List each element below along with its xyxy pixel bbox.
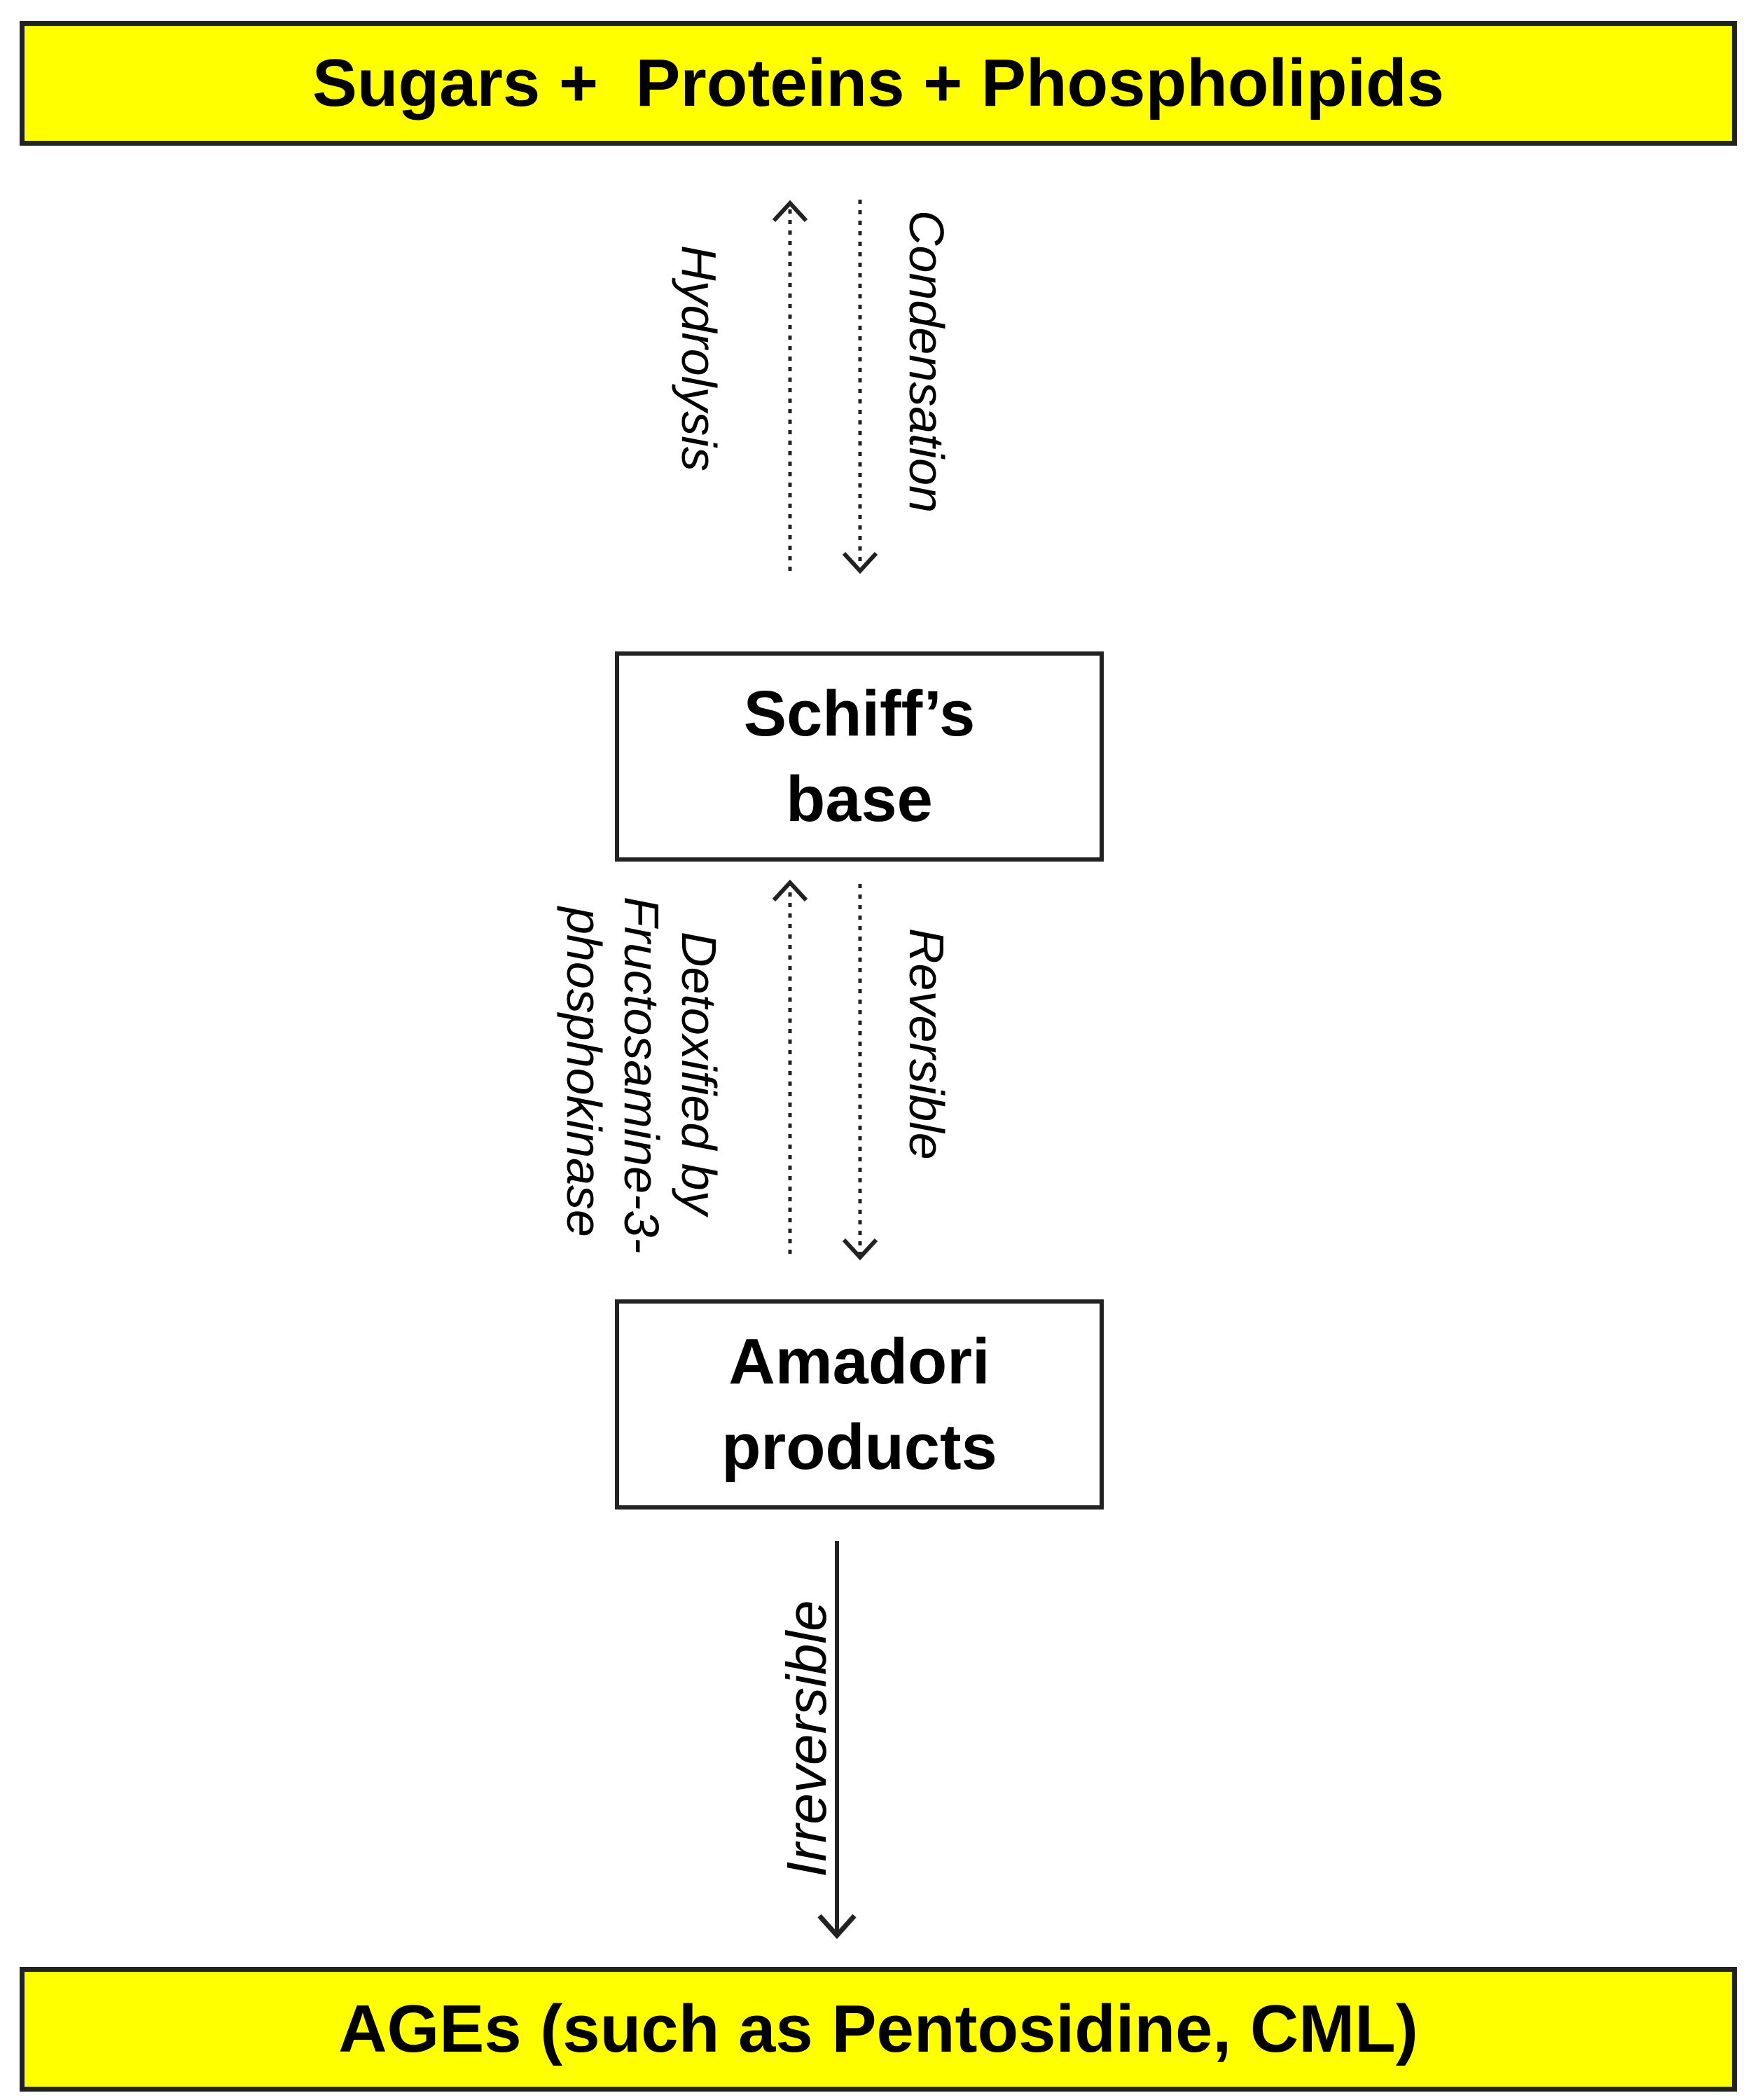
reversible-arrow — [842, 884, 878, 1261]
reversible-label: Reversible — [899, 928, 954, 1160]
schiffs-base-box: Schiff’s base — [615, 651, 1104, 862]
condensation-label: Condensation — [899, 210, 954, 513]
detox-label-line2: Fructosamine-3- — [614, 897, 669, 1254]
schiffs-base-line1: Schiff’s — [743, 678, 976, 749]
amadori-line2: products — [721, 1411, 997, 1483]
hydrolysis-label: Hydrolysis — [672, 245, 726, 471]
top-reactants-box: Sugars + Proteins + Phospholipids — [20, 21, 1737, 146]
irreversible-label: Irreversible — [775, 1600, 838, 1877]
detox-label-line3: phosphokinase — [557, 907, 611, 1237]
detox-label-line1: Detoxified by — [672, 932, 726, 1215]
ages-box: AGEs (such as Pentosidine, CML) — [20, 1967, 1737, 2092]
amadori-products-box: Amadori products — [615, 1299, 1104, 1510]
ages-label: AGEs (such as Pentosidine, CML) — [338, 1991, 1418, 2066]
irreversible-arrow — [817, 1541, 857, 1940]
condensation-arrow — [842, 200, 878, 574]
hydrolysis-arrow — [772, 200, 808, 571]
detoxified-arrow — [772, 879, 808, 1254]
schiffs-base-line2: base — [786, 764, 933, 835]
top-reactants-label: Sugars + Proteins + Phospholipids — [312, 46, 1445, 120]
amadori-line1: Amadori — [728, 1326, 990, 1397]
